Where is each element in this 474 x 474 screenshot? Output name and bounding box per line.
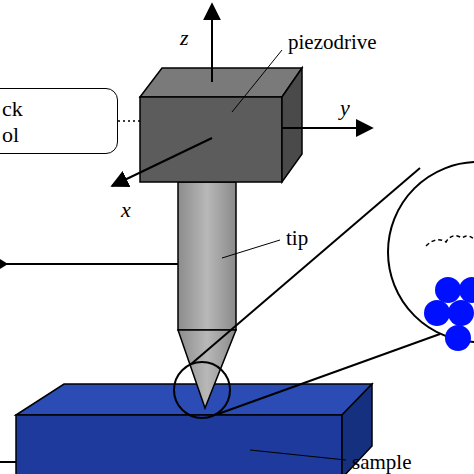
part-label: tip [286, 226, 308, 250]
zoom-spot [174, 362, 230, 418]
control-line [118, 120, 140, 122]
z-axis [211, 4, 213, 82]
box-text: ck ol [2, 96, 36, 148]
y-axis [282, 127, 372, 129]
signal-wire [0, 461, 16, 463]
sample-front [16, 415, 342, 474]
atoms [424, 277, 474, 351]
arrow-head [0, 259, 8, 269]
zoom-circle [388, 162, 474, 342]
leader-line [250, 450, 346, 460]
signal-wire [0, 263, 178, 265]
leader-line [222, 240, 280, 258]
piezo-side [282, 68, 302, 182]
tip-cone [178, 330, 236, 408]
sample-top [16, 384, 372, 415]
zoom-line [190, 168, 420, 365]
x-axis [112, 138, 212, 186]
axis-label: y [340, 96, 350, 120]
piezo-top [140, 68, 302, 97]
part-label: sample [352, 450, 411, 474]
zoom-line [218, 334, 440, 414]
axis-label: x [121, 198, 131, 222]
axis-label: z [180, 26, 189, 50]
part-label: piezodrive [288, 30, 377, 54]
tip-apex-outline [426, 236, 474, 246]
control-box: ck ol [0, 88, 118, 154]
leader-line [232, 50, 282, 112]
